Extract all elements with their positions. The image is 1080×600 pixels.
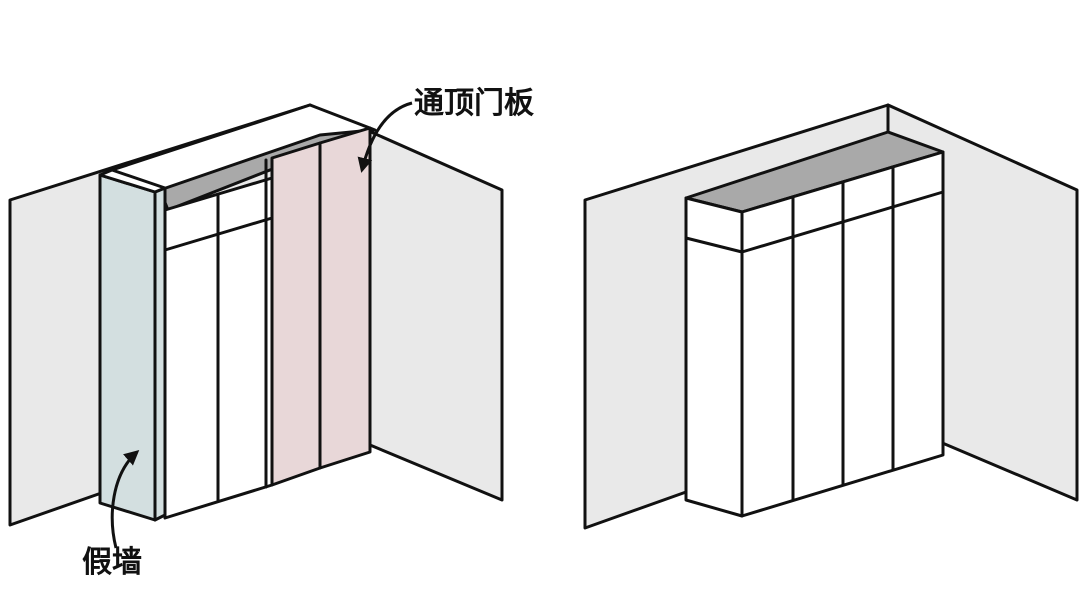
label-false-wall: 假墙 [82, 545, 142, 580]
arrow-full-height-door [357, 101, 413, 173]
left-cabinet-top-rail [163, 216, 274, 252]
false-wall-side [153, 186, 167, 522]
false-wall-panel [98, 173, 157, 522]
full-height-door-panel [270, 141, 322, 487]
label-full-height-door: 通顶门板 [414, 86, 534, 121]
left-illustration: 通顶门板 假墙 [8, 86, 534, 580]
false-wall-top [98, 168, 167, 194]
right-cabinet-top-rail [684, 190, 945, 254]
right-illustration [583, 103, 1079, 530]
arrow-false-wall [110, 450, 140, 549]
full-height-door-panel [318, 126, 372, 470]
